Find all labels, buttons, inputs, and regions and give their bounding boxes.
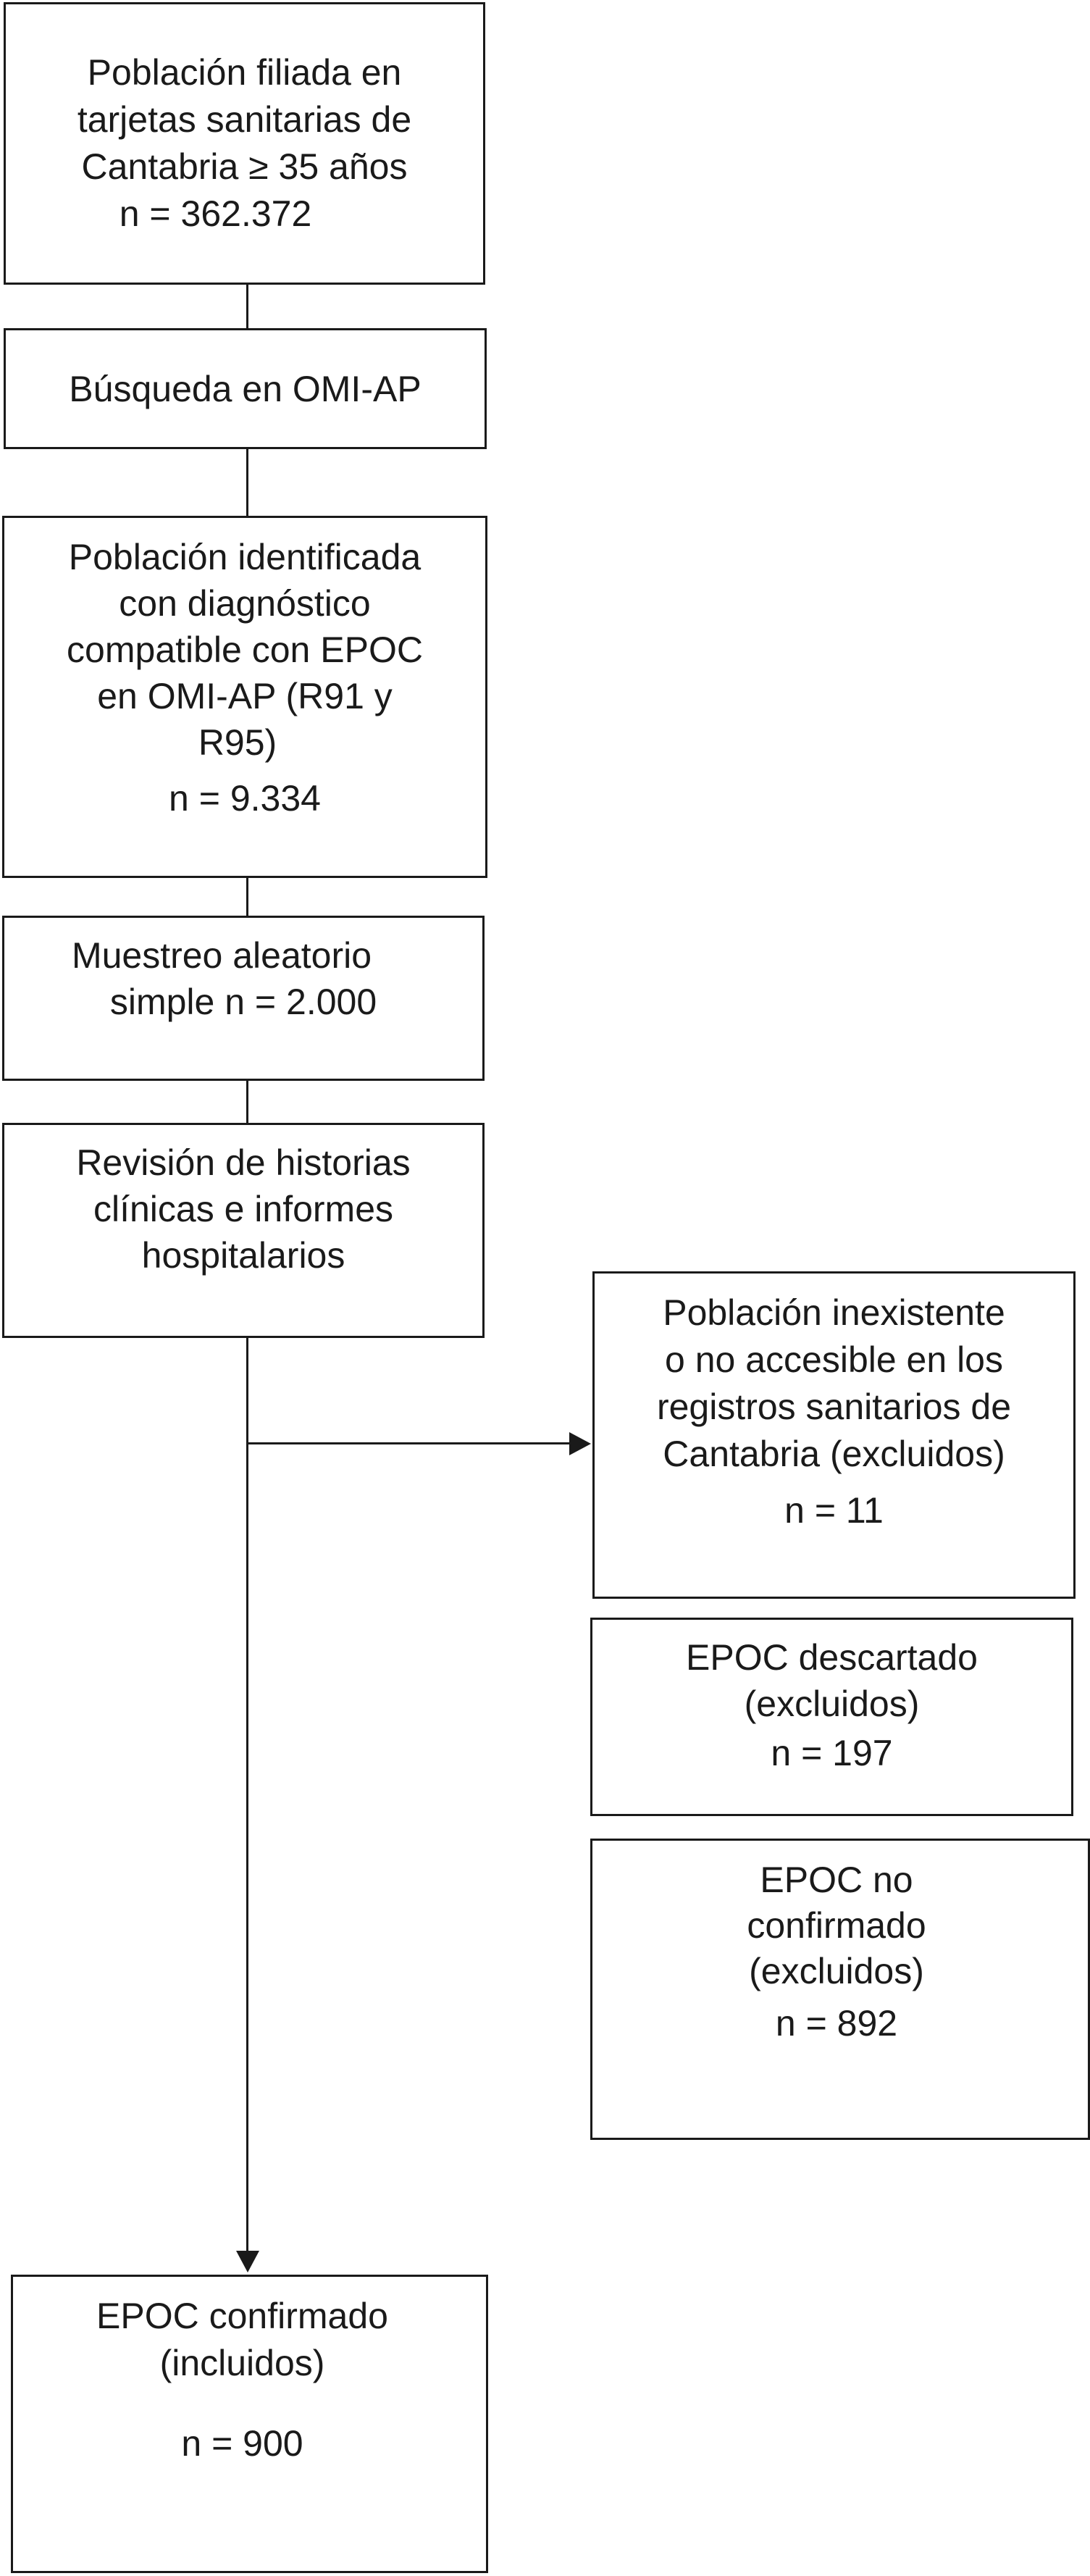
- excluded-unconfirmed-count: n = 892: [775, 2003, 898, 2044]
- excluded-nonexistent-line-2: o no accesible en los: [665, 1339, 1003, 1380]
- excluded-nonexistent-line-4: Cantabria (excluidos): [663, 1434, 1005, 1474]
- connector-review-confirmed: [246, 1338, 248, 2251]
- excluded-discarded-line-2: (excluidos): [744, 1684, 920, 1724]
- connector-search-identified: [246, 449, 248, 516]
- identified-line-2: con diagnóstico: [119, 583, 371, 624]
- sampling-line-1: Muestreo aleatorio: [71, 935, 372, 976]
- review-box: Revisión de historias clínicas e informe…: [2, 1123, 485, 1338]
- identified-count: n = 9.334: [169, 778, 321, 819]
- excluded-unconfirmed-box: EPOC no confirmado (excluidos) n = 892: [590, 1839, 1090, 2140]
- excluded-discarded-box: EPOC descartado (excluidos) n = 197: [590, 1618, 1073, 1816]
- excluded-unconfirmed-line-1: EPOC no: [760, 1860, 913, 1900]
- population-count: n = 362.372: [119, 193, 312, 234]
- search-label: Búsqueda en OMI-AP: [69, 369, 422, 409]
- excluded-discarded-count: n = 197: [771, 1733, 893, 1773]
- population-box: Población filiada en tarjetas sanitarias…: [4, 2, 485, 285]
- population-line-1: Población filiada en: [87, 52, 402, 93]
- review-line-2: clínicas e informes: [93, 1189, 394, 1229]
- excluded-nonexistent-count: n = 11: [784, 1490, 884, 1531]
- confirmed-count: n = 900: [181, 2423, 303, 2464]
- excluded-unconfirmed-line-2: confirmado: [747, 1905, 926, 1946]
- identified-line-1: Población identificada: [68, 537, 422, 577]
- connector-population-search: [246, 285, 248, 328]
- arrowhead-to-excluded: [569, 1432, 591, 1455]
- confirmed-line-2: (incluidos): [159, 2343, 325, 2383]
- confirmed-box: EPOC confirmado (incluidos) n = 900: [11, 2275, 488, 2573]
- identified-line-5: R95): [198, 722, 277, 763]
- excluded-nonexistent-line-1: Población inexistente: [663, 1292, 1005, 1333]
- sampling-line-2: simple n = 2.000: [109, 982, 377, 1022]
- excluded-unconfirmed-line-3: (excluidos): [749, 1951, 924, 1991]
- arrowhead-to-confirmed: [236, 2251, 259, 2272]
- identified-line-4: en OMI-AP (R91 y: [97, 676, 393, 716]
- excluded-nonexistent-box: Población inexistente o no accesible en …: [592, 1271, 1076, 1599]
- population-line-2: tarjetas sanitarias de: [77, 99, 412, 140]
- sampling-box: Muestreo aleatorio simple n = 2.000: [2, 916, 485, 1081]
- review-line-3: hospitalarios: [141, 1235, 345, 1276]
- search-box: Búsqueda en OMI-AP: [4, 328, 487, 449]
- population-line-3: Cantabria ≥ 35 años: [81, 146, 408, 187]
- identified-line-3: compatible con EPOC: [67, 630, 423, 670]
- confirmed-line-1: EPOC confirmado: [96, 2296, 388, 2336]
- connector-sampling-review: [246, 1081, 248, 1123]
- excluded-discarded-line-1: EPOC descartado: [686, 1637, 978, 1678]
- identified-box: Población identificada con diagnóstico c…: [2, 516, 487, 878]
- connector-to-excluded: [246, 1442, 569, 1444]
- excluded-nonexistent-line-3: registros sanitarios de: [656, 1387, 1012, 1427]
- connector-identified-sampling: [246, 878, 248, 916]
- review-line-1: Revisión de historias: [76, 1142, 411, 1183]
